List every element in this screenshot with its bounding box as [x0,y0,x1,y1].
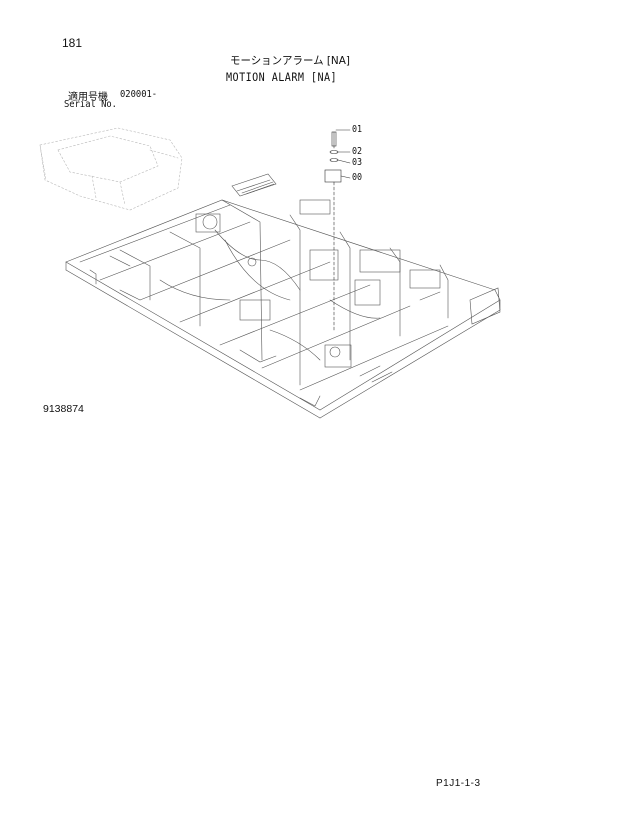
callout-01: 01 [352,124,363,135]
callout-00: 00 [352,172,363,183]
callout-03: 03 [352,157,363,168]
serial-number-range: 020001- [120,89,158,100]
page-title-english: MOTION ALARM [NA] [226,70,338,84]
drawing-reference-number: 9138874 [43,403,84,415]
serial-label-japanese: 適用号機 [68,92,108,103]
footer-code: P1J1-1-3 [436,778,481,789]
page-number: 181 [62,36,83,50]
motion-alarm-assembly [324,129,351,331]
machine-outline [39,127,183,211]
frame-drawing [65,173,501,419]
callout-02: 02 [352,146,363,157]
page-title-japanese: モーションアラーム [NA] [230,54,350,67]
serial-label-english: Serial No. [64,99,117,110]
